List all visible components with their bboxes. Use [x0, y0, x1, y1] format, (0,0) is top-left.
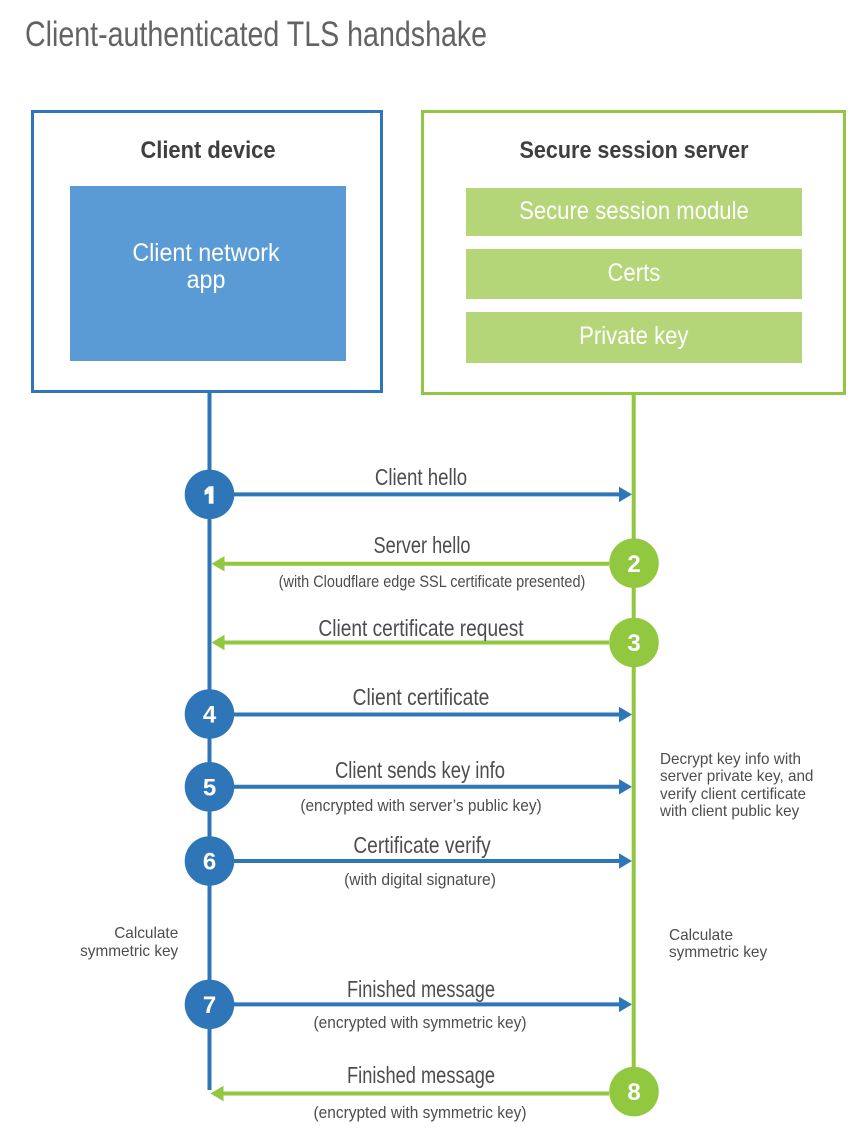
svg-text:5: 5	[203, 774, 216, 801]
svg-text:7: 7	[203, 992, 216, 1019]
svg-text:3: 3	[627, 630, 640, 657]
svg-text:8: 8	[627, 1079, 640, 1106]
svg-text:2: 2	[627, 551, 640, 578]
svg-text:6: 6	[203, 849, 216, 876]
svg-text:4: 4	[203, 702, 217, 729]
